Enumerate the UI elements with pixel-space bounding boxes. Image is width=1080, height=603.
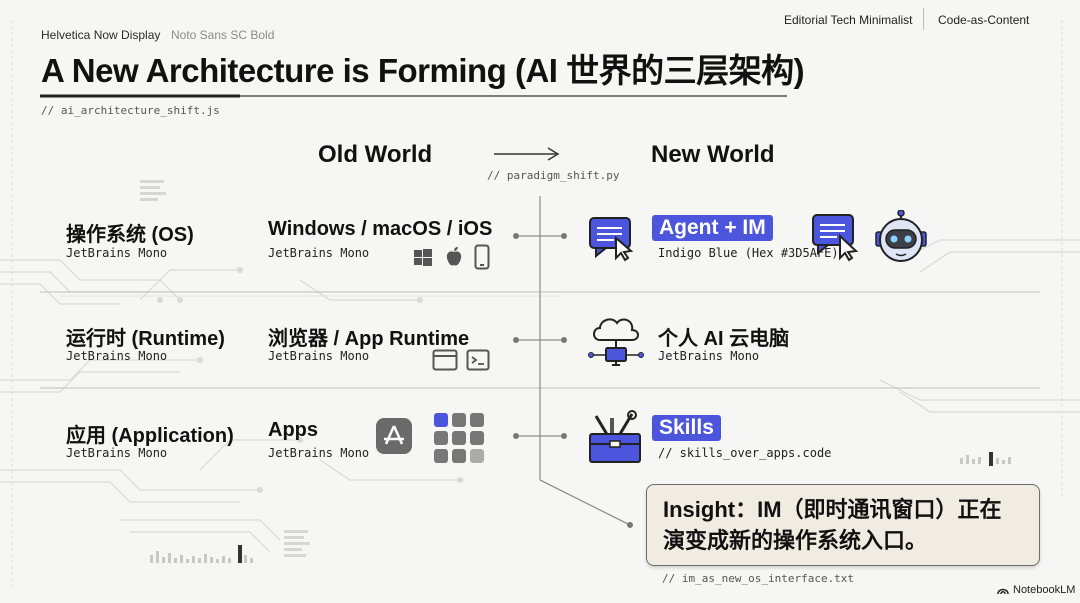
style-label: Editorial Tech Minimalist: [784, 13, 913, 27]
layer-app-font: JetBrains Mono: [66, 446, 168, 460]
old-runtime-title: 浏览器 / App Runtime: [268, 328, 470, 350]
title-file-note: // ai_architecture_shift.js: [41, 104, 220, 117]
old-apps-font: JetBrains Mono: [268, 446, 370, 460]
insight-line-2: 演变成新的操作系统入口。: [663, 528, 928, 553]
old-apps-title: Apps: [268, 419, 318, 441]
agent-im-sub: Indigo Blue (Hex #3D5AFE): [658, 246, 839, 260]
page-title: A New Architecture is Forming (AI 世界的三层架…: [41, 52, 805, 89]
old-runtime-font: JetBrains Mono: [268, 349, 370, 363]
toolbox-icon: [589, 410, 641, 463]
robot-icon: [875, 210, 927, 262]
mode-label: Code-as-Content: [938, 13, 1030, 27]
old-os-title: Windows / macOS / iOS: [268, 218, 493, 240]
layer-app-title: 应用 (Application): [66, 425, 234, 447]
app-grid-icon: [434, 413, 484, 463]
app-store-icon: [376, 418, 412, 454]
chat-cursor-icon: [812, 214, 859, 262]
layer-runtime-font: JetBrains Mono: [66, 349, 168, 363]
paradigm-note: // paradigm_shift.py: [487, 169, 620, 182]
phone-icon: [474, 244, 490, 270]
secondary-font-label: Noto Sans SC Bold: [171, 28, 275, 42]
brand-name: NotebookLM: [1013, 584, 1076, 596]
agent-im-tag: Agent + IM: [652, 215, 773, 241]
apple-icon: [446, 247, 462, 266]
windows-icon: [414, 249, 432, 266]
insight-line-1: Insight：IM（即时通讯窗口）正在: [663, 497, 1002, 522]
separator: [923, 8, 924, 30]
brand-badge: NotebookLM: [997, 584, 1075, 596]
notebooklm-logo-icon: [997, 588, 1009, 595]
old-world-header: Old World: [318, 141, 433, 168]
layer-runtime-title: 运行时 (Runtime): [66, 328, 225, 350]
primary-font-label: Helvetica Now Display: [41, 28, 161, 42]
chat-cursor-icon: [589, 217, 634, 262]
browser-window-icon: [432, 349, 458, 371]
cloud-computer-icon: [588, 318, 644, 366]
new-world-header: New World: [651, 141, 775, 168]
terminal-icon: [466, 349, 490, 371]
layer-os-font: JetBrains Mono: [66, 246, 168, 260]
cloud-pc-sub: JetBrains Mono: [658, 349, 760, 363]
insight-box: Insight：IM（即时通讯窗口）正在 演变成新的操作系统入口。: [646, 484, 1040, 566]
skills-sub: // skills_over_apps.code: [658, 446, 832, 460]
cloud-pc-title: 个人 AI 云电脑: [658, 328, 790, 350]
old-os-font: JetBrains Mono: [268, 246, 370, 260]
insight-file-note: // im_as_new_os_interface.txt: [662, 572, 855, 585]
layer-os-title: 操作系统 (OS): [66, 224, 194, 246]
skills-tag: Skills: [652, 415, 721, 441]
